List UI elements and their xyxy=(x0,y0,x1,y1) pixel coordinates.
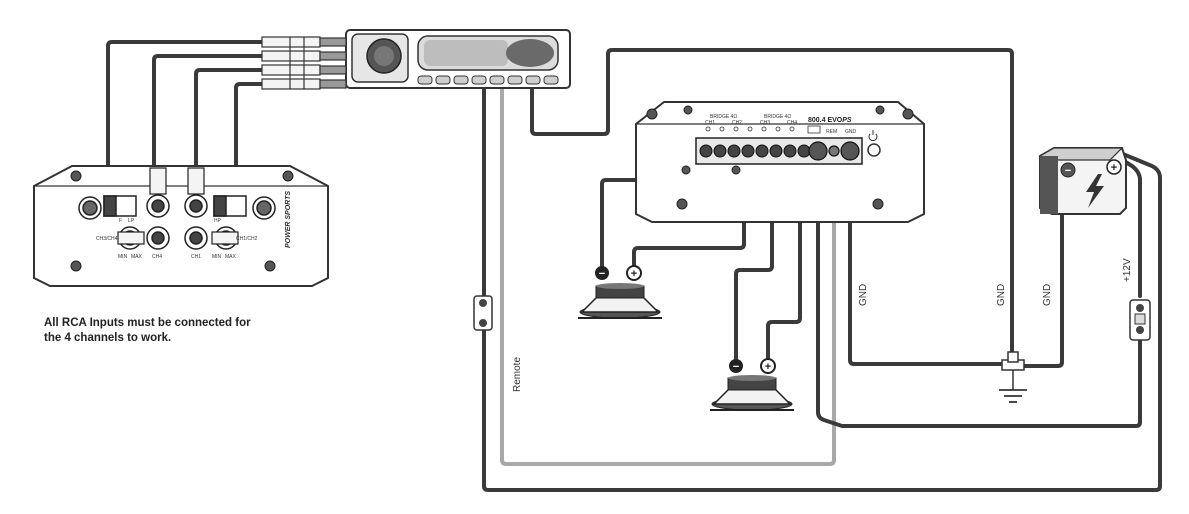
rca-cable-2 xyxy=(152,54,264,170)
side-amp-max-label: MAX xyxy=(131,254,143,260)
amp-fuse-icon xyxy=(807,125,821,134)
head-unit-signal-wire xyxy=(530,48,1014,360)
head-unit xyxy=(261,29,571,90)
battery: − + xyxy=(1038,147,1127,215)
side-amp-f-label: F xyxy=(119,218,122,224)
speaker-2-neg-terminal: − xyxy=(729,359,743,373)
main-amplifier: BRIDGE 4Ω BRIDGE 4Ω CH1 CH2 CH3 CH4 800.… xyxy=(635,101,925,223)
amp-gnd-label: GND xyxy=(845,129,857,135)
battery-fuse-holder xyxy=(1129,299,1151,341)
remote-wire xyxy=(500,84,836,466)
svg-text:−: − xyxy=(599,268,605,280)
speaker2-neg-wire xyxy=(734,150,774,362)
amp-ch1-label: CH1 xyxy=(705,120,715,126)
side-amp-ch3-ch4-label: CH3/CH4 xyxy=(96,236,118,242)
side-amp-lp-label: LP xyxy=(128,218,135,224)
inserted-rca-plugs xyxy=(117,167,239,245)
power-led-icon xyxy=(867,143,881,157)
amp-screw-icons xyxy=(646,105,914,210)
speaker2-pos-wire xyxy=(766,150,802,362)
rca-cable-3 xyxy=(194,68,264,170)
svg-text:−: − xyxy=(733,361,739,373)
crossover-switch-icons xyxy=(103,195,247,217)
speaker1-pos-wire xyxy=(632,150,746,270)
mount-screw-icons xyxy=(70,170,294,272)
wires xyxy=(106,40,1162,492)
ground-symbol-icon xyxy=(999,389,1027,403)
ground-junction xyxy=(1001,351,1025,390)
speaker-1-pos-terminal: + xyxy=(626,265,642,281)
svg-text:+: + xyxy=(765,361,771,373)
remote-wire-label: Remote xyxy=(512,357,523,392)
fuse-line xyxy=(1114,154,1142,298)
lightning-bolt-icon xyxy=(1086,174,1104,208)
remote-fuse-holder xyxy=(473,295,493,331)
svg-text:+: + xyxy=(631,268,637,280)
svg-text:−: − xyxy=(1065,165,1071,177)
side-amp-min-label: MIN xyxy=(118,254,128,260)
svg-text:+: + xyxy=(1111,162,1117,174)
speaker-1-neg-terminal: − xyxy=(595,266,609,280)
amp-rem-label: REM xyxy=(826,129,837,135)
side-amp-max-label-2: MAX xyxy=(225,254,237,260)
side-amp-ch4-label: CH4 xyxy=(152,254,162,260)
amp-ch3-label: CH3 xyxy=(760,120,770,126)
speaker-1: − + xyxy=(578,265,662,319)
amp-ch2-label: CH2 xyxy=(732,120,742,126)
power-terminal-icons xyxy=(808,141,860,161)
rca-inputs-note-line-1: All RCA Inputs must be connected for xyxy=(44,317,251,329)
battery-neg-terminal-icon: − xyxy=(1060,162,1076,178)
rca-jack-icons xyxy=(146,194,208,250)
battery-gnd-wire-label: GND xyxy=(1042,284,1053,306)
amp-bridge-label-1: BRIDGE 4Ω xyxy=(710,114,737,120)
amp-bridge-label-2: BRIDGE 4Ω xyxy=(764,114,791,120)
side-amp-ch1-ch2-label: CH1/CH2 xyxy=(236,236,258,242)
side-amp-min-label-2: MIN xyxy=(212,254,222,260)
battery-power-loop xyxy=(482,84,1162,492)
amp-model-label: 800.4 EVOPS xyxy=(808,117,852,124)
amp-gnd-wire xyxy=(848,150,1004,366)
amp-power-symbol-icon xyxy=(868,130,878,142)
speaker-terminal-icons xyxy=(699,144,811,158)
battery-gnd-wire xyxy=(1022,168,1064,368)
speaker-2-pos-terminal: + xyxy=(760,358,776,374)
speaker-2: − + xyxy=(710,358,794,411)
rca-inputs-note-line-2: the 4 channels to work. xyxy=(44,332,172,344)
plus-12v-label: +12V xyxy=(1122,258,1133,282)
amp-ch4-label: CH4 xyxy=(787,120,797,126)
side-amp-hp-label: HP xyxy=(214,218,222,224)
amp-power-wire xyxy=(816,150,1142,428)
ground-wire-label: GND xyxy=(996,284,1007,306)
side-amp-brand: POWER SPORTS xyxy=(285,191,292,248)
battery-pos-terminal-icon: + xyxy=(1106,159,1122,175)
amp-gnd-wire-label: GND xyxy=(858,284,869,306)
side-amp-ch1-label: CH1 xyxy=(191,254,201,260)
rca-inputs-note: All RCA Inputs must be connected for the… xyxy=(44,316,344,346)
side-amplifier-panel: POWER SPORTS MIN MAX CH4 CH1 MIN MAX HP … xyxy=(33,165,329,287)
rca-plugs xyxy=(261,36,347,90)
